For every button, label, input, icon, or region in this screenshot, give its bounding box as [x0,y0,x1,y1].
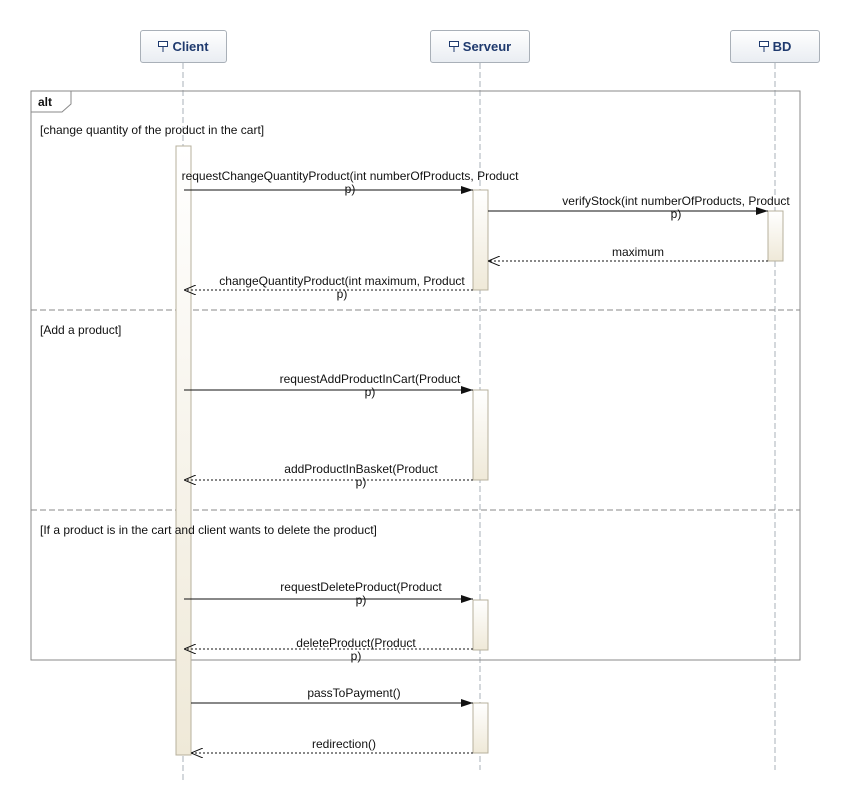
lifeline-head-client[interactable]: Client [140,30,227,63]
activation-serveur-2 [472,389,489,481]
alt-fragment-tab [31,90,72,113]
message-4-label: changeQuantityProduct(int maximum, Produ… [219,274,465,301]
activation-serveur-4 [472,702,489,754]
lifeline-head-bd[interactable]: BD [730,30,820,63]
activation-client [175,145,192,756]
guard-1: [change quantity of the product in the c… [40,123,265,137]
message-2-label: verifyStock(int numberOfProducts, Produc… [562,194,790,221]
lifeline-icon [758,41,769,52]
message-7-label: requestDeleteProduct(Product p) [280,580,442,607]
lifeline-name: Client [172,39,209,54]
message-8-label: deleteProduct(Product p) [296,636,416,663]
message-3-label: maximum [611,245,664,259]
activation-serveur-1 [472,189,489,291]
message-9-label: passToPayment() [307,686,401,700]
activation-bd [767,210,784,262]
message-5-label: requestAddProductInCart(Product p) [279,372,461,399]
message-6-label: addProductInBasket(Product p) [284,462,438,489]
message-10-label: redirection() [311,737,377,751]
lifeline-name: BD [772,39,792,54]
guard-2: [Add a product] [40,323,122,337]
message-1-label: requestChangeQuantityProduct(int numberO… [181,169,519,196]
lifeline-name: Serveur [462,39,512,54]
activation-serveur-3 [472,599,489,651]
lifeline-icon [158,41,169,52]
alt-operator-label: alt [38,95,53,109]
guard-3: [If a product is in the cart and client … [40,523,377,537]
alt-fragment [30,90,801,661]
lifeline-head-serveur[interactable]: Serveur [430,30,530,63]
lifeline-icon [448,41,459,52]
